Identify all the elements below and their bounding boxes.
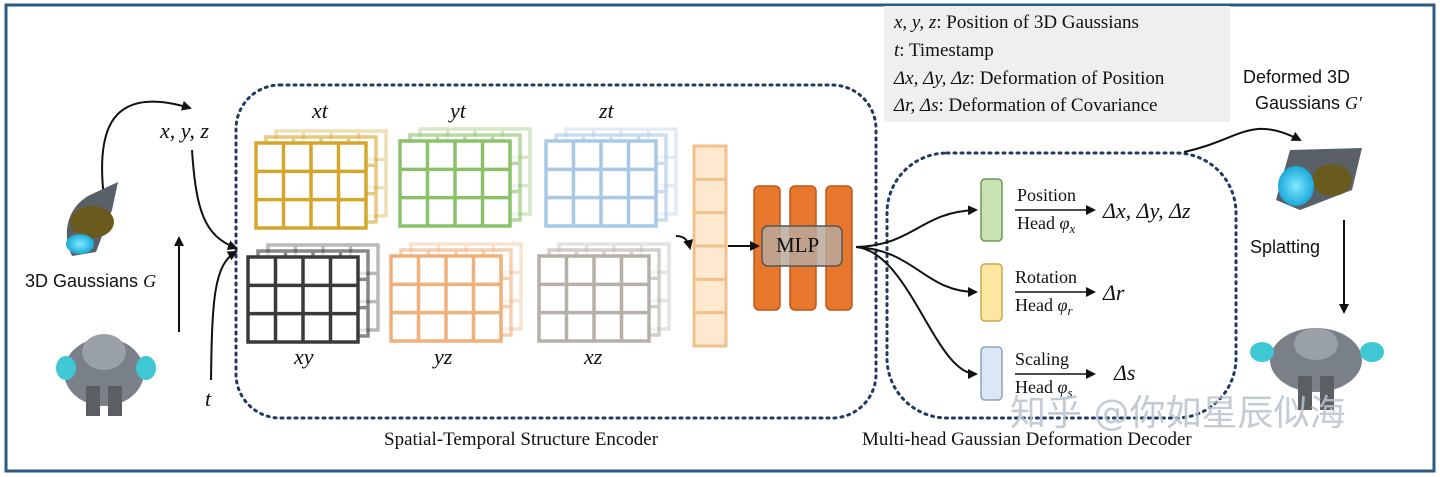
hexplane-grids: [246, 127, 678, 344]
arrow-mlp-to-position: [855, 205, 978, 248]
position-output: Δx, Δy, Δz: [1103, 198, 1191, 223]
scaling-head-name: Scaling: [1015, 349, 1069, 369]
plane-zt-layer-1: [544, 139, 658, 228]
legend-sym-position-deformation: Δx, Δy, Δz: [894, 68, 970, 89]
outer-frame: [4, 3, 1436, 473]
gaussians-input-symbol: G: [143, 271, 157, 291]
mlp-block: [753, 185, 853, 311]
timestamp-input-label: t: [205, 386, 212, 411]
legend-sym-covariance-deformation: Δr, Δs: [894, 95, 939, 116]
legend-sym-position: x, y, z: [894, 12, 937, 33]
arrow-planes-to-feature: [675, 235, 693, 250]
position-head-box: [980, 178, 1003, 242]
legend-text-covariance-deformation: : Deformation of Covariance: [938, 95, 1158, 116]
rotation-head-label: Head φr: [1015, 296, 1073, 317]
scaling-head-subscript: s: [1067, 385, 1073, 400]
scaling-head-text: Head: [1015, 377, 1058, 397]
scaling-output: Δs: [1114, 360, 1136, 385]
rotation-head-text: Head: [1015, 295, 1058, 315]
position-head-label: Head φx: [1017, 214, 1075, 235]
scaling-head-symbol: φ: [1057, 377, 1068, 397]
legend-text-position: : Position of 3D Gaussians: [936, 12, 1139, 33]
decoder-region: [885, 151, 1238, 420]
arrow-mlp-to-rotation: [855, 246, 978, 297]
scaling-head-label: Head φs: [1015, 378, 1073, 399]
plane-xy-layer-1: [246, 255, 360, 344]
plane-xt-layer-1: [254, 141, 368, 230]
creature-input: [56, 334, 156, 416]
gaussians-input-label: 3D Gaussians G: [25, 272, 156, 290]
position-head-symbol: φ: [1059, 213, 1070, 233]
splatting-label: Splatting: [1250, 237, 1321, 257]
rotation-head-name: Rotation: [1015, 267, 1077, 287]
arrow-gaussian-to-xyz: [101, 100, 192, 199]
deformed-label-text: Gaussians: [1255, 93, 1346, 113]
arrow-decoder-to-deformed: [1183, 127, 1302, 153]
gaussian-splat-input: [66, 182, 118, 256]
deformed-label-symbol: G′: [1345, 93, 1362, 113]
plane-label-yt: yt: [450, 98, 466, 123]
plane-label-xz: xz: [584, 344, 603, 369]
rotation-output: Δr: [1103, 280, 1125, 305]
plane-xz-layer-1: [537, 254, 651, 343]
creature-output: [1250, 328, 1384, 410]
plane-label-xt: xt: [312, 98, 328, 123]
plane-label-zt: zt: [599, 98, 614, 123]
gaussians-input-text: 3D Gaussians: [25, 271, 144, 291]
plane-yz-layer-1: [389, 254, 503, 343]
position-head-name: Position: [1017, 185, 1077, 205]
deformed-label-line2: Gaussians G′: [1255, 94, 1362, 112]
mlp-label-box: [761, 225, 843, 267]
xyz-input-label: x, y, z: [160, 118, 209, 143]
gaussian-splat-deformed: [1276, 148, 1362, 210]
position-head-text: Head: [1017, 213, 1060, 233]
position-head-subscript: x: [1069, 221, 1076, 236]
legend-text-position-deformation: : Deformation of Position: [969, 68, 1165, 89]
decoder-title: Multi-head Gaussian Deformation Decoder: [862, 429, 1192, 450]
legend-text-timestamp: : Timestamp: [899, 40, 994, 61]
rotation-head-subscript: r: [1067, 303, 1073, 318]
arrow-t-to-encoder: [210, 251, 238, 381]
arrow-mlp-to-scaling: [855, 246, 978, 379]
plane-label-yz: yz: [434, 344, 453, 369]
plane-yt-layer-1: [398, 139, 512, 228]
watermark: 知乎 @你如星辰似海: [1010, 393, 1346, 434]
arrow-xyz-to-encoder: [191, 149, 238, 250]
deformed-label-line1: Deformed 3D: [1243, 67, 1351, 87]
rotation-head-symbol: φ: [1057, 295, 1068, 315]
legend-sym-timestamp: t: [894, 40, 900, 61]
plane-label-xy: xy: [294, 344, 314, 369]
mlp-label: MLP: [776, 233, 820, 257]
scaling-head-box: [980, 346, 1003, 401]
feature-vector: [692, 144, 728, 348]
encoder-title: Spatial-Temporal Structure Encoder: [384, 429, 659, 450]
legend-box: x, y, z: Position of 3D Gaussians t: Tim…: [884, 6, 1230, 122]
rotation-head-box: [980, 263, 1003, 322]
